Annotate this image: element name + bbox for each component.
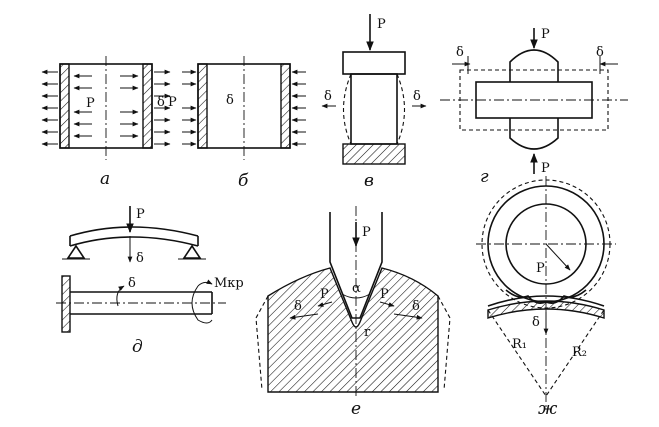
panel-d: P δ δ Mкр д (56, 206, 244, 357)
base-surface-hatch (487, 300, 605, 319)
caption-g: г (480, 167, 489, 187)
torque-arrow (197, 279, 213, 287)
label-force: P (168, 95, 177, 110)
caption-d: д (132, 337, 143, 357)
support-right (182, 244, 202, 259)
angle-arc (341, 293, 371, 299)
label-deformation-right: δ (412, 299, 420, 314)
bulged-side-left (343, 73, 352, 145)
lower-die (509, 118, 559, 150)
caption-v: в (364, 171, 374, 191)
label-force: P (362, 225, 371, 240)
fixed-wall (61, 275, 71, 333)
panel-v: P δ δ в (321, 14, 427, 191)
twist-angle-arrow (116, 285, 125, 307)
caption-zh: ж (538, 399, 558, 419)
label-deformation-left: δ (324, 89, 332, 104)
label-torque: Mкр (214, 276, 244, 291)
pressure-arrow-left (317, 301, 333, 307)
pressure-arrows-left (182, 69, 197, 147)
cylinder-wall-right (142, 63, 153, 149)
label-deformation: δ (226, 93, 234, 108)
label-force: P (136, 207, 145, 222)
base-surface (487, 295, 605, 307)
bulged-edge-right (437, 295, 451, 391)
cylinder-wall-left (197, 63, 208, 149)
beam-bottom-edge (69, 236, 199, 247)
label-force: P (536, 261, 545, 276)
pressure-arrow-right (379, 301, 395, 307)
deformation-arrow-left (289, 313, 319, 320)
pressure-arrows-right (291, 69, 306, 147)
support-left (66, 244, 86, 259)
label-deflection: δ (136, 251, 144, 266)
label-deformation-left: δ (456, 45, 464, 60)
label-pressure-right: P (380, 287, 389, 302)
cylinder-wall-right (280, 63, 291, 149)
label-deformation-right: δ (596, 45, 604, 60)
radius-arrow (545, 243, 571, 271)
label-radius1: R₁ (512, 337, 527, 352)
label-deformation-right: δ (413, 89, 421, 104)
label-deformation-left: δ (294, 299, 302, 314)
pressure-arrows-right (120, 69, 171, 147)
label-twist: δ (128, 276, 136, 291)
label-deformation: δ (157, 95, 165, 110)
beam-top-edge (69, 226, 199, 237)
pressure-arrows-left (41, 69, 92, 147)
caption-e: е (351, 399, 361, 419)
label-pressure-left: P (320, 287, 329, 302)
label-force-bottom: P (541, 161, 550, 176)
deformed-workpiece (267, 267, 439, 393)
lower-support (342, 143, 406, 165)
panel-e: P α δ δ P P r е (255, 206, 451, 419)
label-radius2: R₂ (572, 345, 587, 360)
panel-g: P P δ δ г (440, 27, 628, 187)
bulged-edge-left (255, 295, 269, 391)
torque-loop (191, 285, 213, 324)
deformation-arrow-right (393, 313, 423, 320)
caption-b: б (238, 171, 249, 191)
upper-press-plate (342, 51, 406, 75)
upper-die (509, 49, 559, 82)
label-force: P (86, 96, 95, 111)
bulged-side-right (396, 73, 405, 145)
label-deformation: δ (532, 315, 540, 330)
panel-a: P δ а (41, 56, 171, 189)
panel-zh: P δ R₁ R₂ ж (476, 176, 616, 419)
label-force-top: P (541, 27, 550, 42)
label-angle: α (352, 281, 361, 296)
compressed-block (350, 73, 398, 145)
label-force: P (377, 17, 386, 32)
panel-b: P δ б (168, 56, 306, 191)
caption-a: а (100, 169, 110, 189)
label-tip-radius: r (364, 325, 371, 340)
cylinder-wall-left (59, 63, 70, 149)
